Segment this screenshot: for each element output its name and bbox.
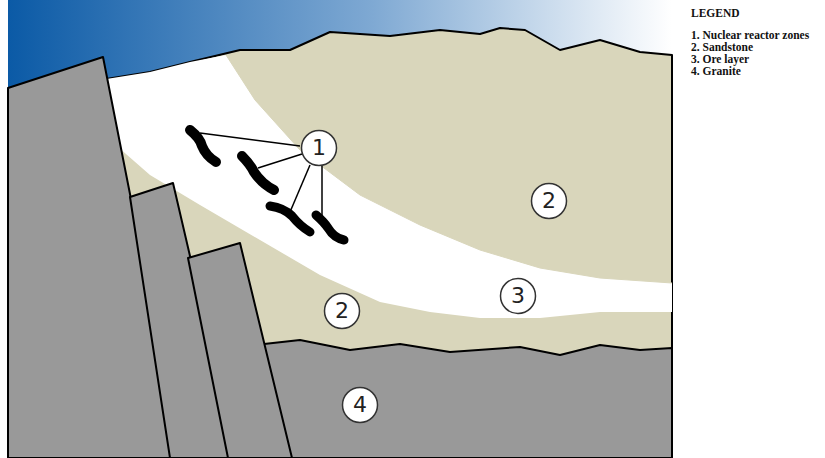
callout-number: 4 bbox=[341, 386, 379, 424]
legend-entry: 3. Ore layer bbox=[691, 53, 825, 65]
legend-entry: 4. Granite bbox=[691, 65, 825, 77]
callout-number: 1 bbox=[300, 129, 338, 167]
legend: LEGEND 1. Nuclear reactor zones2. Sandsto… bbox=[691, 7, 825, 77]
ore-boundary bbox=[226, 55, 672, 283]
callout-number: 2 bbox=[530, 182, 568, 220]
legend-entry: 2. Sandstone bbox=[691, 41, 825, 53]
legend-text: 3. Ore layer bbox=[691, 53, 749, 65]
reactor-zones bbox=[190, 130, 344, 240]
leader-line bbox=[321, 166, 323, 218]
reactor-zone bbox=[316, 215, 344, 240]
sandstone-layer bbox=[100, 28, 672, 458]
leader-line bbox=[258, 154, 302, 168]
callout-circle: 4 bbox=[341, 386, 379, 424]
callout-number: 3 bbox=[499, 277, 537, 315]
leader-line bbox=[200, 133, 300, 146]
legend-entry: 1. Nuclear reactor zones bbox=[691, 29, 825, 41]
legend-title: LEGEND bbox=[691, 7, 825, 19]
legend-text: 4. Granite bbox=[691, 65, 741, 77]
callout-circle: 3 bbox=[499, 277, 537, 315]
callout-number: 2 bbox=[323, 292, 361, 330]
reactor-zone bbox=[270, 206, 310, 232]
leader-line bbox=[290, 165, 310, 212]
legend-text: 2. Sandstone bbox=[691, 41, 753, 53]
callout-circle: 2 bbox=[530, 182, 568, 220]
legend-text: 1. Nuclear reactor zones bbox=[691, 29, 809, 41]
reactor-zone bbox=[242, 156, 274, 190]
callout-circle: 2 bbox=[323, 292, 361, 330]
granite-block bbox=[188, 243, 292, 458]
callout-circle: 1 bbox=[300, 129, 338, 167]
granite-layer bbox=[255, 340, 672, 458]
